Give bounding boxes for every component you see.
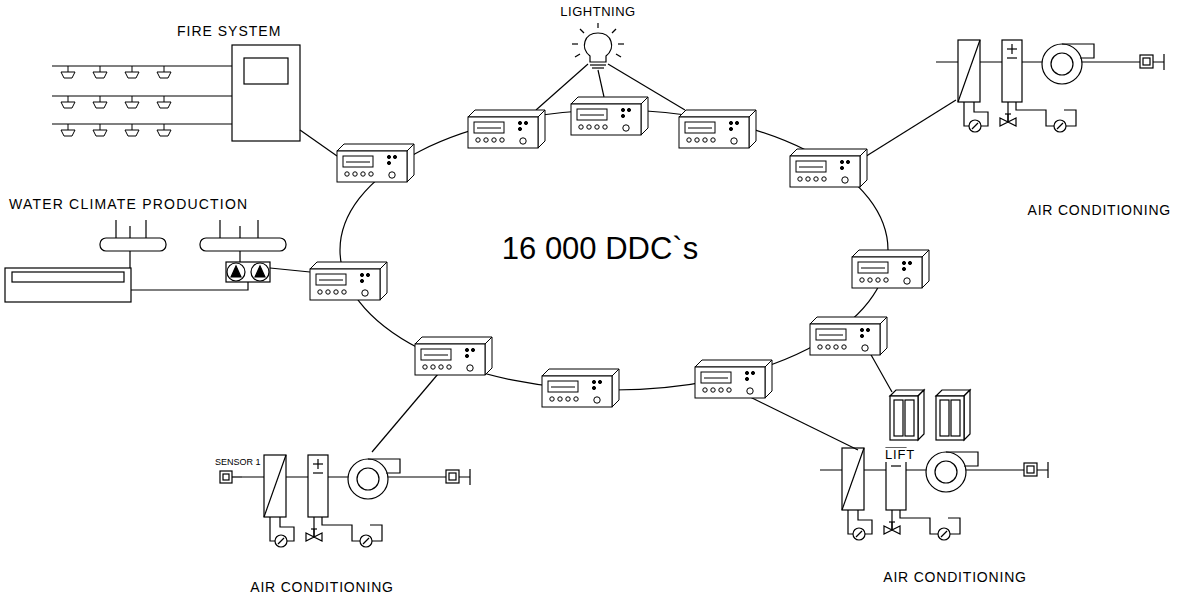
ddc-controller <box>571 97 648 135</box>
sprinkler-pipe <box>132 124 133 130</box>
system-label: AIR CONDITIONING <box>249 580 394 595</box>
sprinkler-head <box>61 102 75 108</box>
ddc-controller <box>542 369 619 407</box>
sprinkler-pipe <box>68 66 69 72</box>
sprinkler-head <box>125 72 139 78</box>
sprinkler-pipe <box>100 124 101 130</box>
sprinkler-head <box>157 130 171 136</box>
sprinkler-pipe <box>164 96 165 102</box>
sprinkler-head <box>93 102 107 108</box>
sprinkler-pipe <box>100 96 101 102</box>
sensor-label: SENSOR 1 <box>214 458 262 468</box>
system-label: FIRE SYSTEM <box>176 24 282 39</box>
system-label: WATER CLIMATE PRODUCTION <box>8 197 249 212</box>
sprinkler-head <box>93 72 107 78</box>
system-label: AIR CONDITIONING <box>882 570 1027 585</box>
sprinkler-pipe <box>100 66 101 72</box>
ddc-controller <box>337 144 414 182</box>
sprinkler-head <box>125 130 139 136</box>
ddc-controller <box>468 110 545 148</box>
sprinkler-pipe <box>132 96 133 102</box>
ddc-controller <box>852 250 929 288</box>
system-label: LIGHTNING <box>559 5 636 19</box>
system-label: AIR CONDITIONING <box>1027 203 1172 218</box>
ddc-controller <box>679 110 756 148</box>
sprinkler-head <box>157 72 171 78</box>
ddc-controller <box>810 317 887 355</box>
sprinkler-pipe <box>68 96 69 102</box>
sprinkler-pipe <box>164 124 165 130</box>
ddc-controller <box>695 360 772 398</box>
ddc-controller <box>790 149 867 187</box>
sprinkler-head <box>157 102 171 108</box>
sprinkler-pipe <box>164 66 165 72</box>
sprinkler-pipe <box>68 124 69 130</box>
ddc-controller <box>310 262 387 300</box>
system-label: LIFT <box>884 448 916 462</box>
sprinkler-head <box>61 130 75 136</box>
sprinkler-head <box>61 72 75 78</box>
sprinkler-head <box>93 130 107 136</box>
sprinkler-pipe <box>132 66 133 72</box>
center-title: 16 000 DDC`s <box>501 232 699 266</box>
sprinkler-head <box>125 102 139 108</box>
ddc-controller <box>415 337 492 375</box>
